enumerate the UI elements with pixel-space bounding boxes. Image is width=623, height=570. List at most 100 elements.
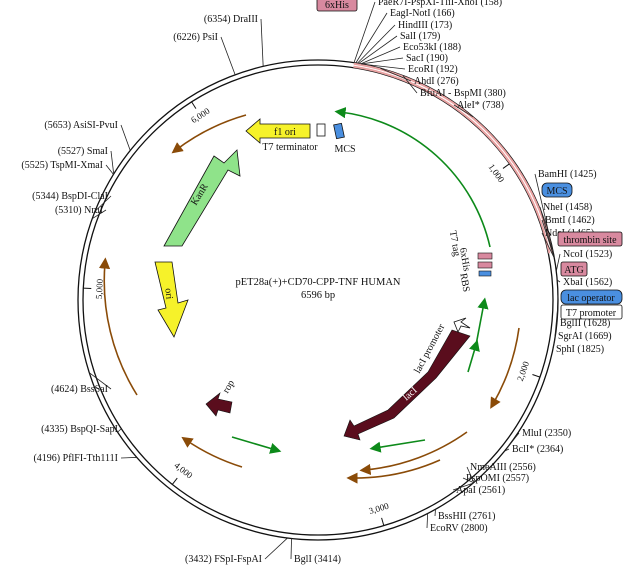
site-leader-line <box>290 538 292 560</box>
lac-operator-box: lac operator <box>560 289 623 305</box>
site-leader-line <box>426 513 429 529</box>
orange-arrow-lower-left <box>181 436 243 468</box>
restriction-site-label: (5525) TspMI-XmaI <box>21 160 103 171</box>
restriction-site-label: (5344) BspDI-ClaI <box>32 191 108 202</box>
ori-feature: ori <box>154 261 189 338</box>
rbs-mark <box>478 270 492 277</box>
restriction-site-label: Eco53kI (188) <box>403 42 461 53</box>
restriction-site-label: BamHI (1425) <box>538 169 597 180</box>
restriction-site-label: SphI (1825) <box>556 344 604 355</box>
orange-arrow-upper-left <box>171 114 247 154</box>
green-arrow-lower-right <box>369 439 426 453</box>
restriction-site-label: AhdI (276) <box>414 76 459 87</box>
his-tag-top-label: 6xHis <box>325 0 349 11</box>
t7-promoter-label: T7 promoter <box>566 308 617 319</box>
ori-label: ori <box>162 288 174 300</box>
tick-label: 4,000 <box>172 460 194 481</box>
site-leader-line <box>120 124 131 151</box>
restriction-site-label: BssHII (2761) <box>438 511 496 522</box>
restriction-site-label: (4624) BssSaI <box>51 384 108 395</box>
mcs-inner-box <box>333 122 345 140</box>
rop-label: rop <box>221 378 237 395</box>
site-leader-line <box>89 372 112 390</box>
his-inner-mark <box>477 261 493 269</box>
tick-label: 1,000 <box>486 162 506 185</box>
restriction-site-label: NcoI (1523) <box>563 249 612 260</box>
site-leader-line <box>360 46 401 65</box>
restriction-site-label: (6354) DraIII <box>204 14 258 25</box>
tick-mark <box>191 101 197 109</box>
site-leader-line <box>353 1 376 63</box>
restriction-site-label: EcoRI (192) <box>408 64 458 75</box>
restriction-site-label: HindIII (173) <box>398 20 452 31</box>
t7-promoter-box: T7 promoter <box>560 304 623 320</box>
restriction-site-label: SalI (179) <box>400 31 440 42</box>
orange-arrow-lower-right <box>359 431 468 476</box>
mcs-inner-label: MCS <box>334 144 355 155</box>
restriction-site-label: PaeR7I-PspXI-TliI-XhoI (158) <box>378 0 502 8</box>
site-leader-line <box>94 195 112 212</box>
orange-arrow-left <box>98 257 138 396</box>
tick-label: 5,000 <box>94 278 105 299</box>
restriction-site-label: (5653) AsiSI-PvuI <box>44 120 118 131</box>
laci-promoter-feature <box>453 317 471 333</box>
mcs-right-label: MCS <box>546 186 567 197</box>
restriction-site-label: (4196) PflFI-Tth111I <box>33 453 118 464</box>
mcs-right-box: MCS <box>541 182 573 198</box>
f1-ori-feature: f1 ori <box>245 118 311 144</box>
his-tag-top-box: 6xHis <box>316 0 358 12</box>
green-arrow-right-2 <box>467 339 480 373</box>
thrombin-site-label: thrombin site <box>563 235 617 246</box>
site-leader-line <box>555 253 561 272</box>
restriction-site-label: PspOMI (2557) <box>466 473 529 484</box>
site-leader-line <box>541 232 555 259</box>
site-leader-line <box>556 279 561 283</box>
site-leader-line <box>539 206 555 257</box>
orange-arrow-right <box>490 327 520 409</box>
his-inner-label: 6xHis <box>457 247 472 273</box>
backbone-inner-circle <box>82 64 554 536</box>
site-leader-line <box>541 219 555 258</box>
tick-mark <box>171 477 178 485</box>
restriction-site-label: (5310) NruI <box>55 205 103 216</box>
site-leader-line <box>554 304 559 337</box>
site-leader-line <box>110 150 115 175</box>
restriction-site-label: BmtI (1462) <box>545 215 595 226</box>
t7-tag-label: T7 tag <box>447 230 462 257</box>
site-leader-line <box>466 466 475 483</box>
tick-label: 6,000 <box>189 105 212 125</box>
tick-mark <box>532 374 541 378</box>
restriction-site-label: BglII (1628) <box>560 318 610 329</box>
tick-mark <box>502 163 510 169</box>
laci-feature: lacI <box>343 329 471 441</box>
site-leader-line <box>452 482 474 491</box>
restriction-site-label: BclI* (2364) <box>512 444 563 455</box>
f1-ori-label: f1 ori <box>274 127 296 138</box>
restriction-site-label: SgrAI (1669) <box>558 331 612 342</box>
site-leader-line <box>357 24 396 64</box>
green-arrow-lower-mid <box>231 436 282 454</box>
t7-tag-mark <box>477 252 493 260</box>
tick-label: 2,000 <box>515 360 531 383</box>
site-leader-line <box>453 104 474 118</box>
restriction-site-label: SacI (190) <box>406 53 448 64</box>
rbs-label: RBS <box>457 272 471 293</box>
site-leader-line <box>117 428 122 433</box>
t7-terminator-label: T7 terminator <box>262 142 318 153</box>
tick-label: 3,000 <box>368 501 391 516</box>
site-leader-line <box>402 75 418 94</box>
site-leader-line <box>552 339 556 350</box>
restriction-site-label: (4335) BspQI-SapI <box>41 424 118 435</box>
restriction-site-label: XbaI (1562) <box>563 277 612 288</box>
site-leader-line <box>120 457 137 459</box>
restriction-site-label: ApaI (2561) <box>456 485 505 496</box>
site-leader-line <box>355 12 388 64</box>
site-leader-line <box>358 35 398 64</box>
restriction-site-label: (6226) PsiI <box>173 32 218 43</box>
restriction-site-label: NmeAIII (2556) <box>470 462 536 473</box>
thrombin-site-box: thrombin site <box>557 231 623 247</box>
orange-arrow-lower-right-2 <box>346 459 441 484</box>
site-leader-line <box>264 537 288 560</box>
site-leader-line <box>260 18 264 67</box>
